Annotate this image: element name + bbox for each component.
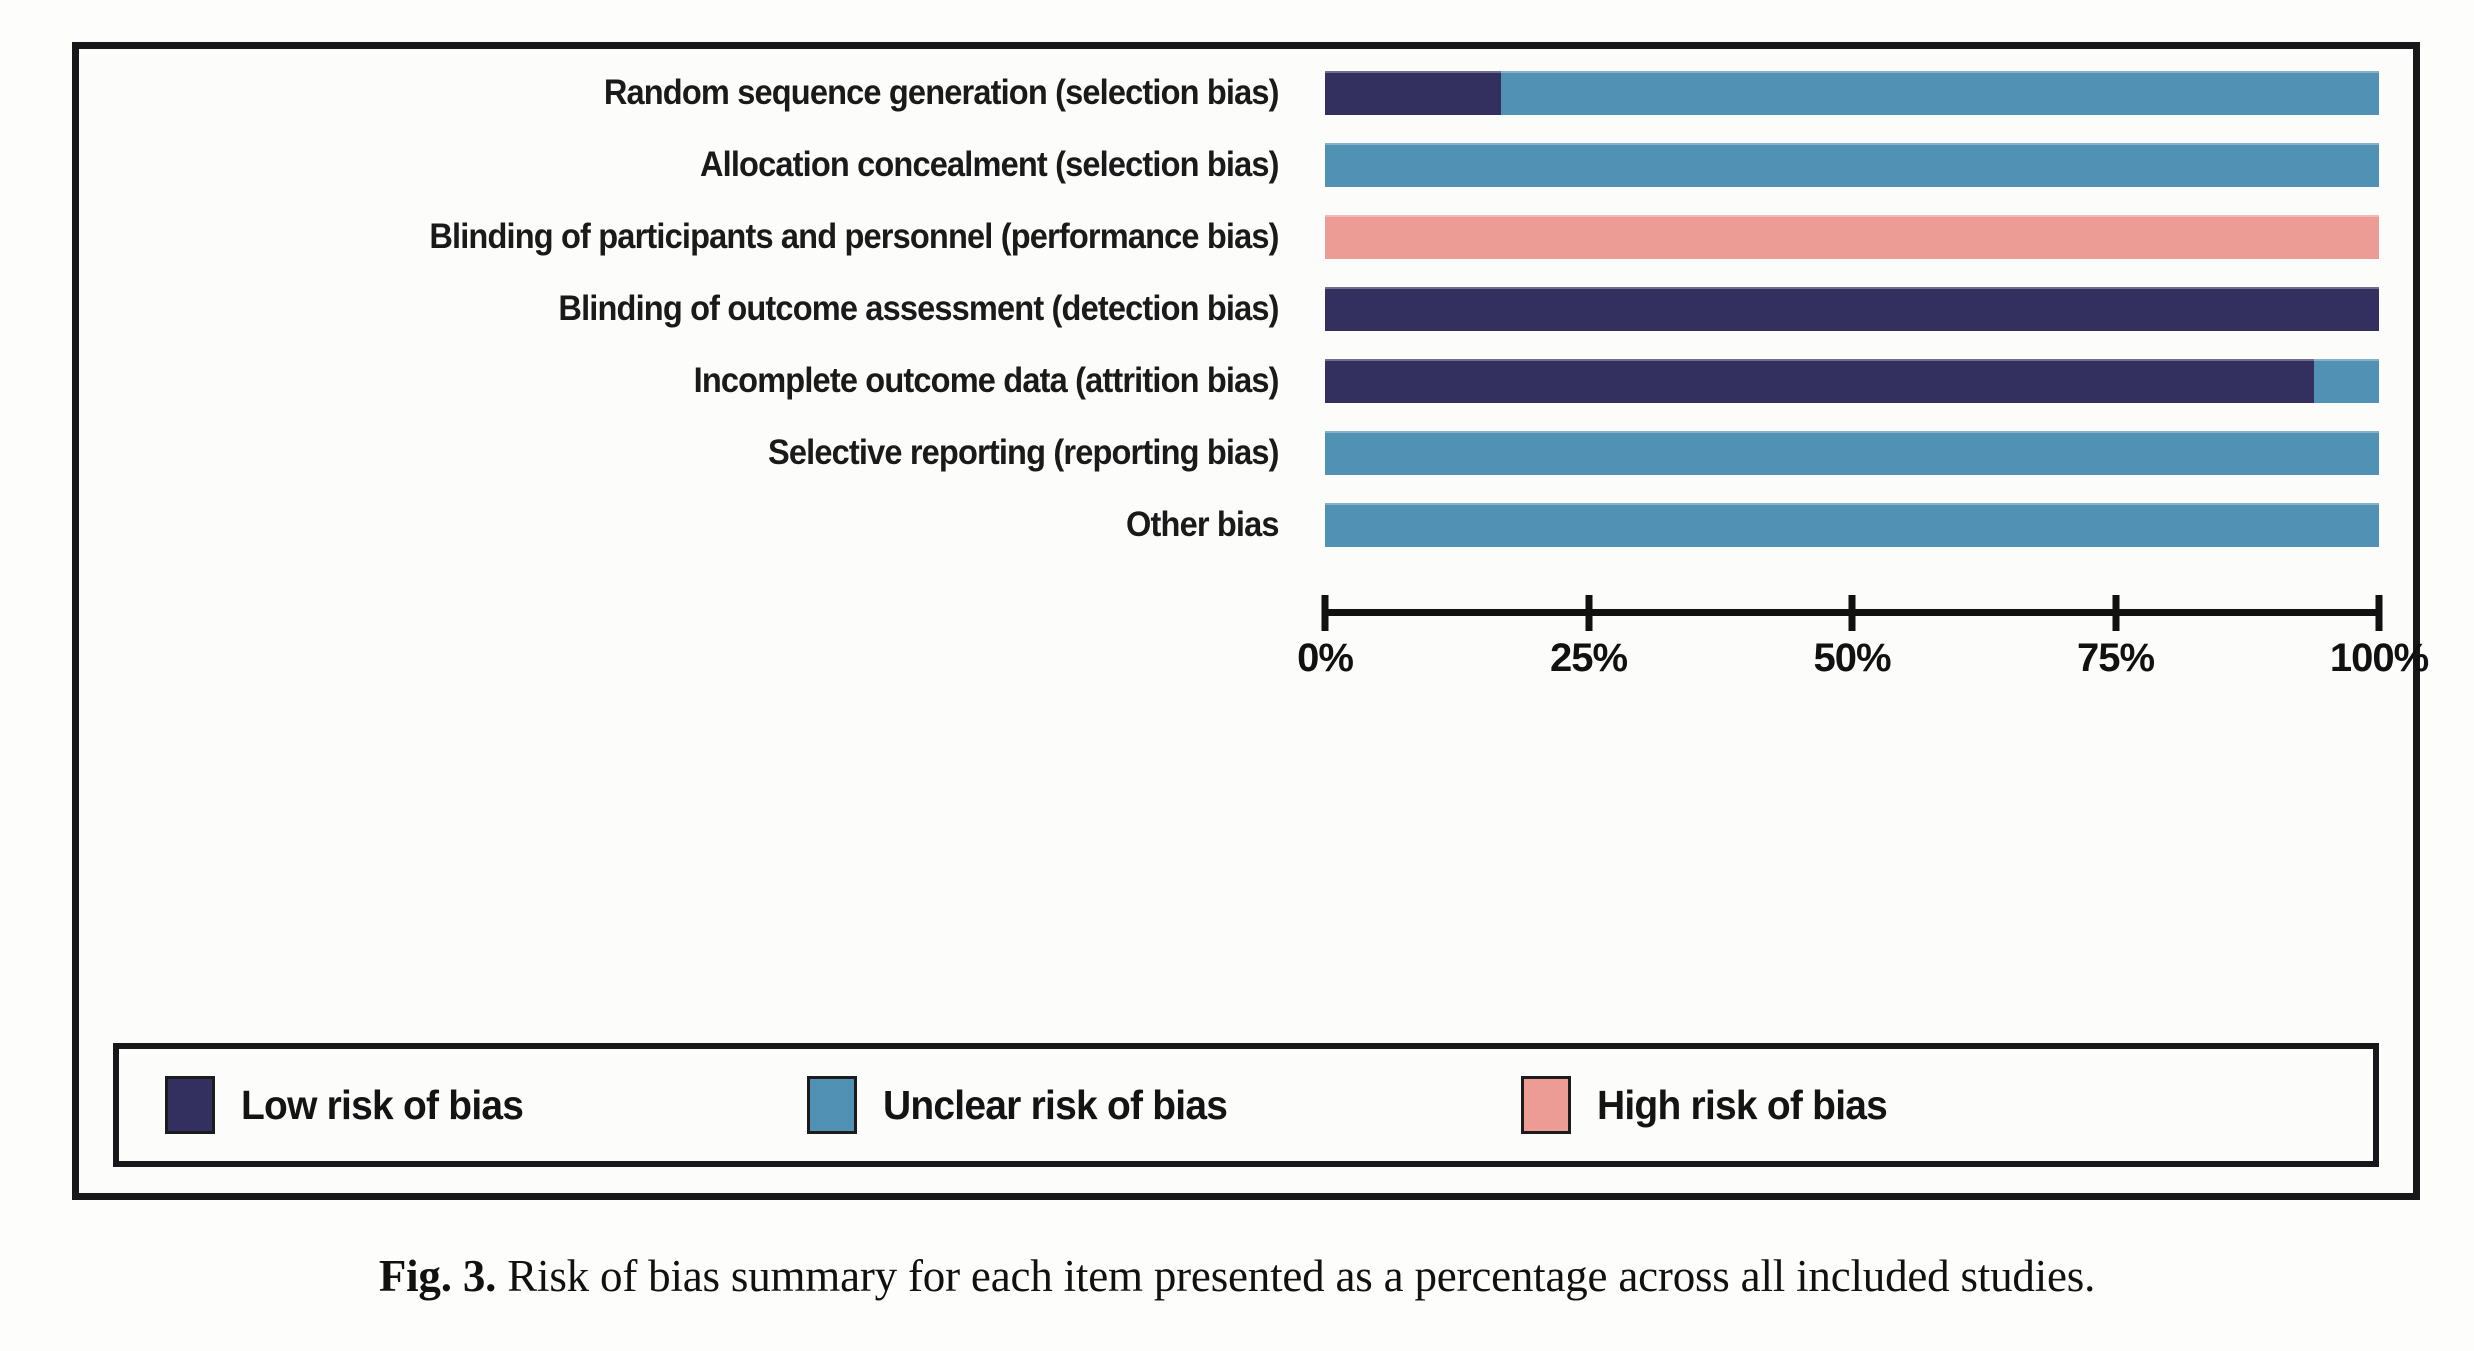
legend-swatch-unclear bbox=[807, 1076, 857, 1134]
bar-row-label: Allocation concealment (selection bias) bbox=[699, 145, 1280, 184]
bar-row-label: Blinding of outcome assessment (detectio… bbox=[558, 289, 1279, 328]
bar-row-label: Incomplete outcome data (attrition bias) bbox=[693, 361, 1280, 400]
bar-row: Blinding of participants and personnel (… bbox=[79, 215, 2413, 259]
figure-frame: Random sequence generation (selection bi… bbox=[72, 42, 2429, 1200]
axis-tick-label: 25% bbox=[1549, 636, 1628, 680]
axis-tick-label: 100% bbox=[2329, 636, 2429, 680]
caption-text: Risk of bias summary for each item prese… bbox=[507, 1251, 2096, 1301]
legend-label-high: High risk of bias bbox=[1597, 1082, 1888, 1128]
bar-segment-low bbox=[1325, 287, 2379, 331]
axis-tick bbox=[2375, 595, 2383, 631]
bar-segment-low bbox=[1325, 71, 1502, 115]
bar-row-label: Blinding of participants and personnel (… bbox=[429, 217, 1279, 256]
bar-row: Allocation concealment (selection bias) bbox=[79, 143, 2413, 187]
bar-row: Random sequence generation (selection bi… bbox=[79, 71, 2413, 115]
axis-tick-label: 50% bbox=[1813, 636, 1891, 680]
axis-tick bbox=[2112, 595, 2119, 631]
bar-row: Other bias bbox=[79, 503, 2413, 547]
bar-track bbox=[1325, 287, 2379, 331]
bar-row: Selective reporting (reporting bias) bbox=[79, 431, 2413, 475]
bar-segment-unclear bbox=[2313, 359, 2380, 403]
axis-tick bbox=[1321, 595, 1329, 631]
figure-caption: Fig. 3. Risk of bias summary for each it… bbox=[0, 1248, 2474, 1304]
bar-track bbox=[1325, 215, 2379, 259]
axis-tick-label: 75% bbox=[2076, 636, 2155, 680]
bar-segment-unclear bbox=[1325, 431, 2379, 475]
axis-tick bbox=[1848, 595, 1856, 631]
bar-track bbox=[1325, 143, 2379, 187]
bar-rows: Random sequence generation (selection bi… bbox=[79, 71, 2413, 575]
bar-segment-unclear bbox=[1501, 71, 2379, 115]
x-axis: 0% 25% 50% 75% 100% bbox=[1297, 595, 2429, 695]
legend-label-low: Low risk of bias bbox=[241, 1082, 524, 1128]
bar-track bbox=[1325, 71, 2379, 115]
axis-tick-label: 0% bbox=[1297, 636, 1354, 680]
bar-row-label: Other bias bbox=[1126, 505, 1279, 544]
bar-row-label: Selective reporting (reporting bias) bbox=[768, 433, 1280, 472]
bar-row: Incomplete outcome data (attrition bias) bbox=[79, 359, 2413, 403]
caption-label: Fig. 3. bbox=[378, 1251, 497, 1301]
bar-segment-high bbox=[1325, 215, 2379, 259]
bar-track bbox=[1325, 503, 2379, 547]
bar-segment-unclear bbox=[1325, 503, 2379, 547]
bar-segment-low bbox=[1325, 359, 2314, 403]
axis-tick bbox=[1585, 595, 1592, 631]
legend-swatch-low bbox=[165, 1076, 215, 1134]
legend-items-container: Low risk of bias Unclear risk of bias High… bbox=[119, 1049, 2373, 1161]
bar-track bbox=[1325, 431, 2379, 475]
legend-item-unclear: Unclear risk of bias bbox=[807, 1076, 1245, 1134]
bar-row-label: Random sequence generation (selection bi… bbox=[603, 73, 1280, 112]
bar-track bbox=[1325, 359, 2380, 403]
legend-item-low: Low risk of bias bbox=[165, 1076, 538, 1134]
legend-swatch-high bbox=[1521, 1076, 1571, 1134]
plot-area: Random sequence generation (selection bi… bbox=[79, 49, 2429, 949]
bar-row: Blinding of outcome assessment (detectio… bbox=[79, 287, 2413, 331]
legend-box: Low risk of bias Unclear risk of bias High… bbox=[113, 1043, 2379, 1167]
legend-item-high: High risk of bias bbox=[1521, 1076, 1902, 1134]
legend-label-unclear: Unclear risk of bias bbox=[883, 1082, 1228, 1128]
bar-segment-unclear bbox=[1325, 143, 2379, 187]
